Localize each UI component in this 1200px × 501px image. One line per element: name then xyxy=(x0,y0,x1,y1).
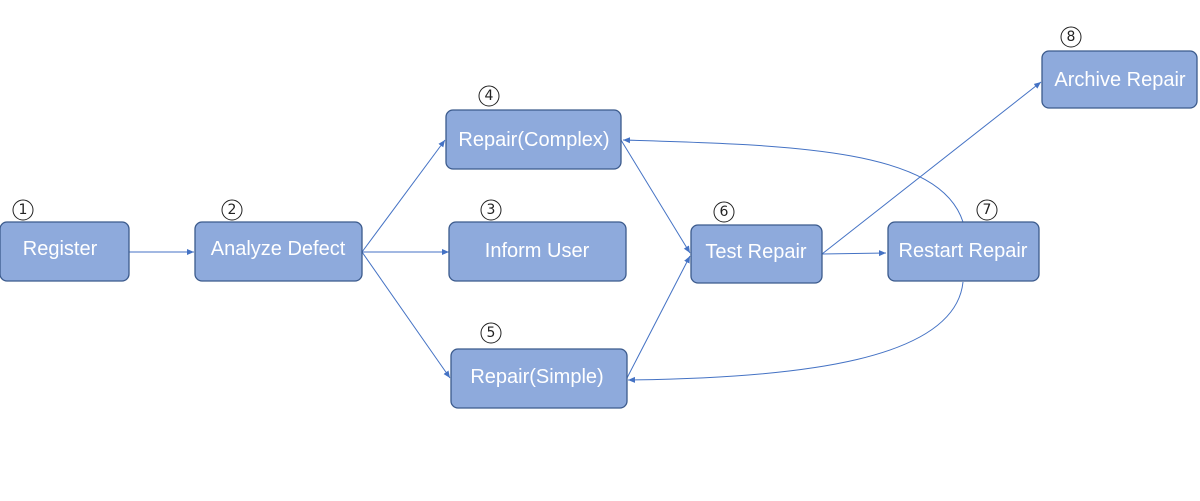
step-number-badge xyxy=(478,85,500,107)
node-simple[interactable]: Repair(Simple) 5 xyxy=(450,322,628,409)
step-number-badge xyxy=(976,199,998,221)
node-complex[interactable]: Repair(Complex) 4 xyxy=(445,85,622,170)
edge-restart-simple xyxy=(627,281,964,383)
edge-analyze-complex xyxy=(361,139,446,253)
node-label: Analyze Defect xyxy=(211,238,346,260)
edge-test-restart xyxy=(821,250,887,257)
node-label: Archive Repair xyxy=(1054,69,1186,91)
node-box xyxy=(887,221,1040,282)
node-box xyxy=(445,109,622,170)
node-box xyxy=(690,224,823,284)
node-label: Repair(Simple) xyxy=(470,366,603,388)
node-label: Test Repair xyxy=(705,241,806,263)
step-number-badge xyxy=(12,199,34,221)
step-number: 2 xyxy=(228,202,237,218)
step-number-badge xyxy=(480,322,502,344)
step-number: 5 xyxy=(487,325,496,341)
edges xyxy=(129,81,1042,383)
node-label: Register xyxy=(23,238,98,260)
edge-complex-test xyxy=(620,139,691,254)
step-number: 7 xyxy=(983,202,992,218)
node-label: Restart Repair xyxy=(899,240,1028,262)
step-number: 1 xyxy=(19,202,28,218)
node-analyze[interactable]: Analyze Defect 2 xyxy=(194,199,363,282)
edge-analyze-simple xyxy=(361,251,451,379)
node-box xyxy=(450,348,628,409)
node-label: Inform User xyxy=(485,240,590,262)
edge-simple-test xyxy=(626,255,691,379)
step-number-badge xyxy=(713,201,735,223)
node-archive[interactable]: Archive Repair 8 xyxy=(1041,26,1198,109)
edge-restart-complex xyxy=(622,137,964,223)
step-number: 3 xyxy=(487,202,496,218)
step-number: 8 xyxy=(1067,29,1076,45)
step-number-badge xyxy=(221,199,243,221)
node-test[interactable]: Test Repair 6 xyxy=(690,201,823,284)
node-box xyxy=(0,221,130,282)
node-box xyxy=(1041,50,1198,109)
node-box xyxy=(194,221,363,282)
step-number: 4 xyxy=(485,88,494,104)
node-restart[interactable]: Restart Repair 7 xyxy=(887,199,1040,282)
node-box xyxy=(448,221,627,282)
node-register[interactable]: Register 1 xyxy=(0,199,130,282)
step-number-badge xyxy=(1060,26,1082,48)
node-label: Repair(Complex) xyxy=(458,129,609,151)
step-number-badge xyxy=(480,199,502,221)
node-inform[interactable]: Inform User 3 xyxy=(448,199,627,282)
edge-test-archive xyxy=(821,81,1042,255)
step-number: 6 xyxy=(720,204,729,220)
